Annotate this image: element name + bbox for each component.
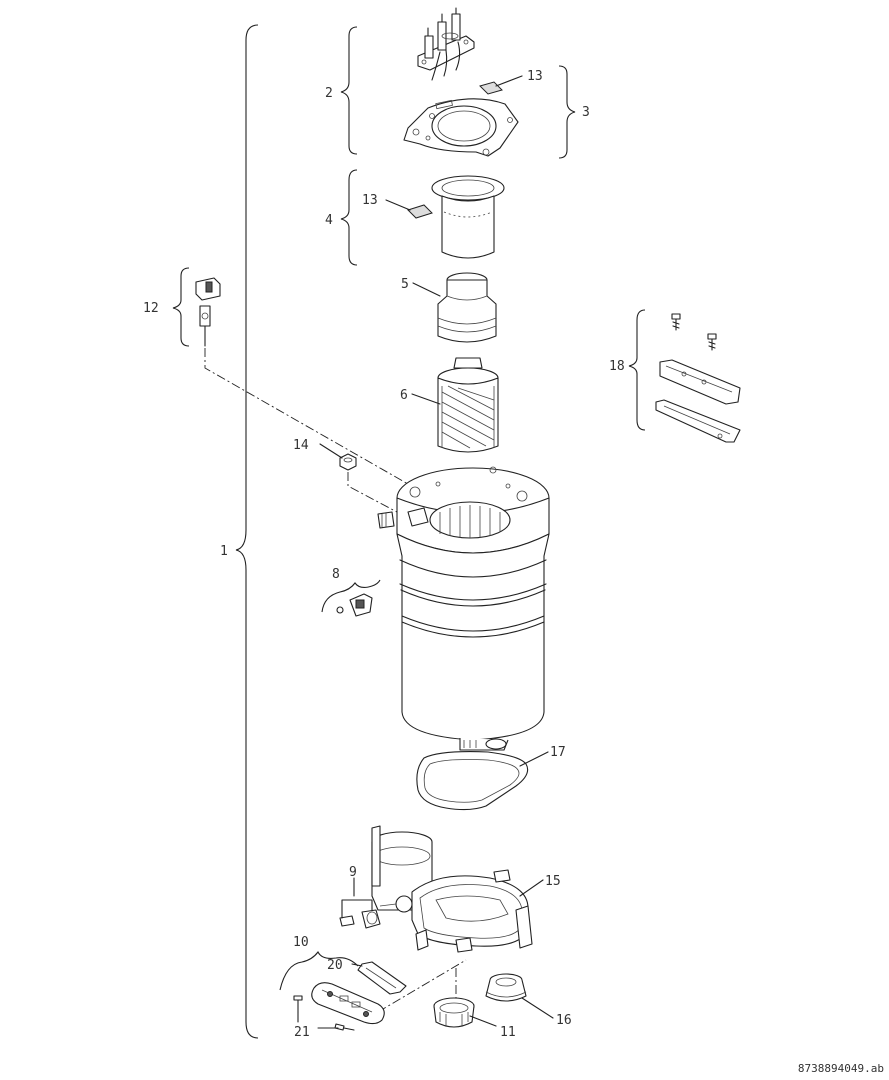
leader-9 [341, 877, 373, 919]
brace-2 [340, 26, 358, 155]
label-3: 3 [582, 105, 590, 120]
brace-18 [628, 309, 646, 431]
leader-14 [319, 443, 343, 459]
label-1: 1 [220, 544, 228, 559]
label-13-lower: 13 [362, 193, 378, 208]
leader-20 [351, 963, 363, 967]
label-2: 2 [325, 86, 333, 101]
label-20: 20 [327, 958, 343, 973]
label-10: 10 [293, 935, 309, 950]
leader-17 [519, 751, 549, 767]
leader-11 [469, 1015, 497, 1027]
leader-5 [412, 282, 441, 297]
label-6: 6 [400, 388, 408, 403]
bottom-gasket-ring [416, 751, 529, 811]
label-12: 12 [143, 301, 159, 316]
condensate-base-15 [371, 825, 533, 953]
leader-15 [519, 879, 544, 897]
assembly-line-14 [347, 472, 413, 521]
heat-exchanger-tank [377, 466, 550, 751]
drawing-reference-number: 8738894049.ab [798, 1062, 884, 1075]
leader-13-lower [385, 199, 411, 211]
brace-12 [172, 267, 190, 347]
insulation-sleeve [437, 272, 497, 343]
label-5: 5 [401, 277, 409, 292]
label-17: 17 [550, 745, 566, 760]
cap-16 [485, 973, 527, 1002]
assembly-line-12 [204, 348, 416, 489]
leader-16 [521, 997, 554, 1019]
leader-6 [411, 393, 441, 405]
label-21: 21 [294, 1025, 310, 1040]
leader-21 [297, 1011, 339, 1029]
label-18: 18 [609, 359, 625, 374]
leader-13-upper [495, 75, 523, 87]
burner-flange-plate [403, 98, 519, 157]
brace-4 [340, 169, 358, 266]
label-14: 14 [293, 438, 309, 453]
label-4: 4 [325, 213, 333, 228]
burner-mesh [437, 357, 499, 453]
gasket-13-upper [479, 81, 503, 95]
screws-21 [293, 995, 355, 1031]
label-9: 9 [349, 865, 357, 880]
label-8: 8 [332, 567, 340, 582]
mounting-bracket-set [655, 313, 741, 443]
seal-strip-20 [357, 961, 407, 995]
assembly-line-10 [377, 959, 467, 1013]
label-15: 15 [545, 874, 561, 889]
label-11: 11 [500, 1025, 516, 1040]
plug-9 [339, 909, 381, 929]
ignition-electrode-assembly [417, 7, 475, 81]
brace-10 [279, 950, 359, 991]
brace-8 [321, 579, 381, 613]
cover-10 [311, 982, 385, 1025]
brace-3 [558, 65, 576, 159]
union-nut-11 [433, 997, 475, 1028]
gasket-13-lower [407, 204, 433, 219]
sensor-probe [195, 277, 221, 347]
label-16: 16 [556, 1013, 572, 1028]
brace-1 [235, 24, 259, 1039]
nut-14 [339, 453, 357, 471]
burner-tube [431, 175, 505, 259]
label-13-upper: 13 [527, 69, 543, 84]
vent-valve-8 [336, 593, 373, 617]
